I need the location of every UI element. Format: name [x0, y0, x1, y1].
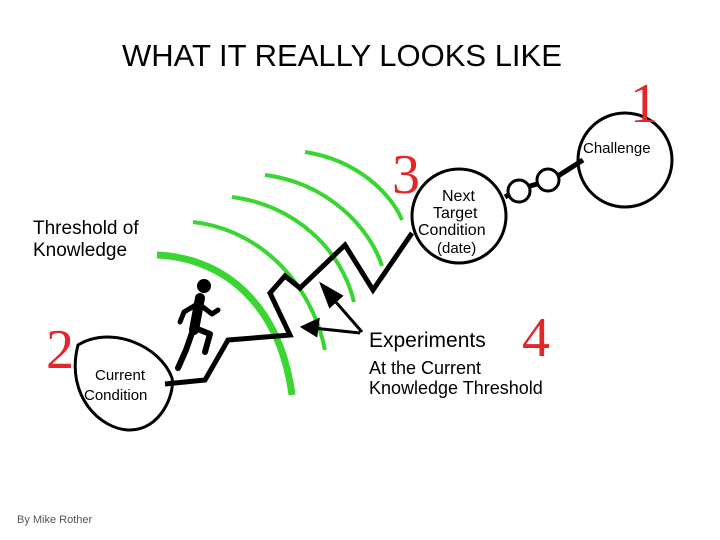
threshold-arc-5 [304, 150, 404, 221]
experiments-sub-line-1: At the Current [369, 358, 482, 378]
experiments-label: Experiments [369, 329, 486, 352]
next-target-line-2: Target [433, 205, 478, 222]
challenge-label: Challenge [583, 140, 651, 157]
step-number-2: 2 [46, 319, 74, 381]
challenge-circle [576, 111, 674, 209]
experiment-arrow-left-line [312, 326, 361, 335]
path-connector-3 [556, 157, 585, 179]
experiment-arrow-left-head [299, 317, 320, 338]
stepping-stone-large [535, 167, 561, 193]
next-target-date: (date) [437, 240, 477, 257]
current-condition-line-1: Current [95, 367, 146, 384]
next-target-line-3: Condition [418, 222, 486, 239]
page-title: WHAT IT REALLY LOOKS LIKE [122, 38, 562, 73]
threshold-arc-4 [264, 173, 384, 267]
threshold-arc-1 [156, 251, 296, 396]
progress-path [164, 231, 415, 387]
path-connector-2 [529, 181, 538, 189]
stepping-stone-small [506, 178, 532, 204]
step-number-4: 4 [522, 307, 550, 369]
credit-text: By Mike Rother [17, 514, 93, 526]
next-target-circle [410, 167, 508, 265]
current-condition-circle [73, 335, 174, 432]
current-condition-line-2: Condition [84, 387, 148, 404]
threshold-arc-3 [231, 195, 356, 303]
step-number-1: 1 [630, 73, 658, 135]
experiment-arrow-up-head [319, 281, 344, 309]
next-target-line-1: Next [442, 188, 475, 205]
threshold-label-line-2: Knowledge [33, 240, 128, 261]
experiments-sub-line-2: Knowledge Threshold [369, 378, 543, 398]
threshold-label-line-1: Threshold of [33, 218, 139, 239]
step-number-3: 3 [392, 144, 420, 206]
path-connector-1 [503, 191, 512, 200]
runner-icon [175, 279, 221, 371]
